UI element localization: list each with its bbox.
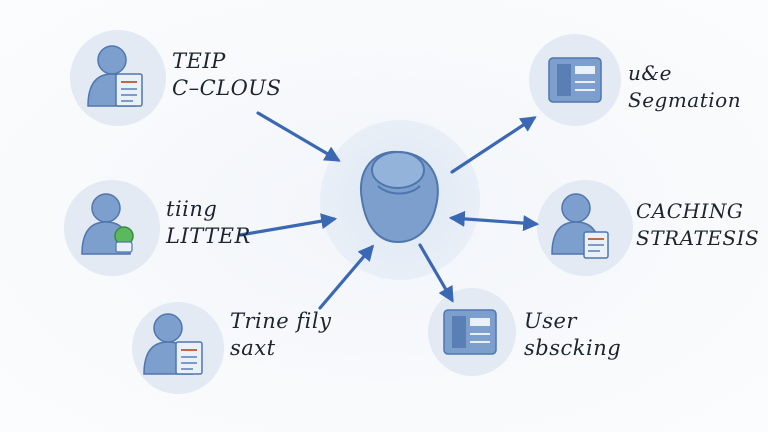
node-label-line: User (524, 309, 577, 333)
person-document-icon (143, 313, 203, 375)
document-panel-icon (443, 309, 497, 355)
node-label-line: saxt (230, 336, 276, 360)
node-label-line: STRATESIS (636, 226, 760, 250)
node-label-tr: u&e Segmation (628, 60, 741, 114)
node-label-tl: TEIP C–CLOUS (172, 48, 281, 102)
node-label-bl: Trine fily saxt (230, 308, 331, 362)
arrow-center-to-tr (450, 116, 537, 174)
node-label-line: LITTER (166, 224, 251, 248)
node-label-mr: CACHING STRATESIS (636, 198, 759, 252)
arrow-center-mr-bidirectional (448, 210, 540, 232)
person-document-icon (551, 193, 609, 259)
node-label-line: Trine fily (230, 309, 332, 333)
node-label-line: C–CLOUS (172, 76, 282, 100)
node-label-line: Segmation (628, 88, 742, 112)
node-label-ml: tiing LITTER (166, 196, 251, 250)
node-label-line: tiing (166, 197, 218, 221)
arrow-tl-to-center (256, 111, 341, 162)
arrow-center-to-br (418, 243, 454, 303)
node-label-line: sbscking (524, 336, 622, 360)
arrow-bl-to-center (318, 244, 375, 310)
node-label-br: User sbscking (524, 308, 621, 362)
node-label-line: u&e (628, 61, 673, 85)
node-label-line: TEIP (172, 49, 226, 73)
connector-arrows (238, 111, 540, 310)
arrow-ml-to-center (238, 213, 338, 237)
node-label-line: CACHING (636, 199, 744, 223)
user-profile-icon (359, 150, 439, 244)
person-badge-icon (81, 193, 134, 255)
person-document-icon (87, 45, 143, 107)
document-panel-icon (548, 57, 602, 103)
